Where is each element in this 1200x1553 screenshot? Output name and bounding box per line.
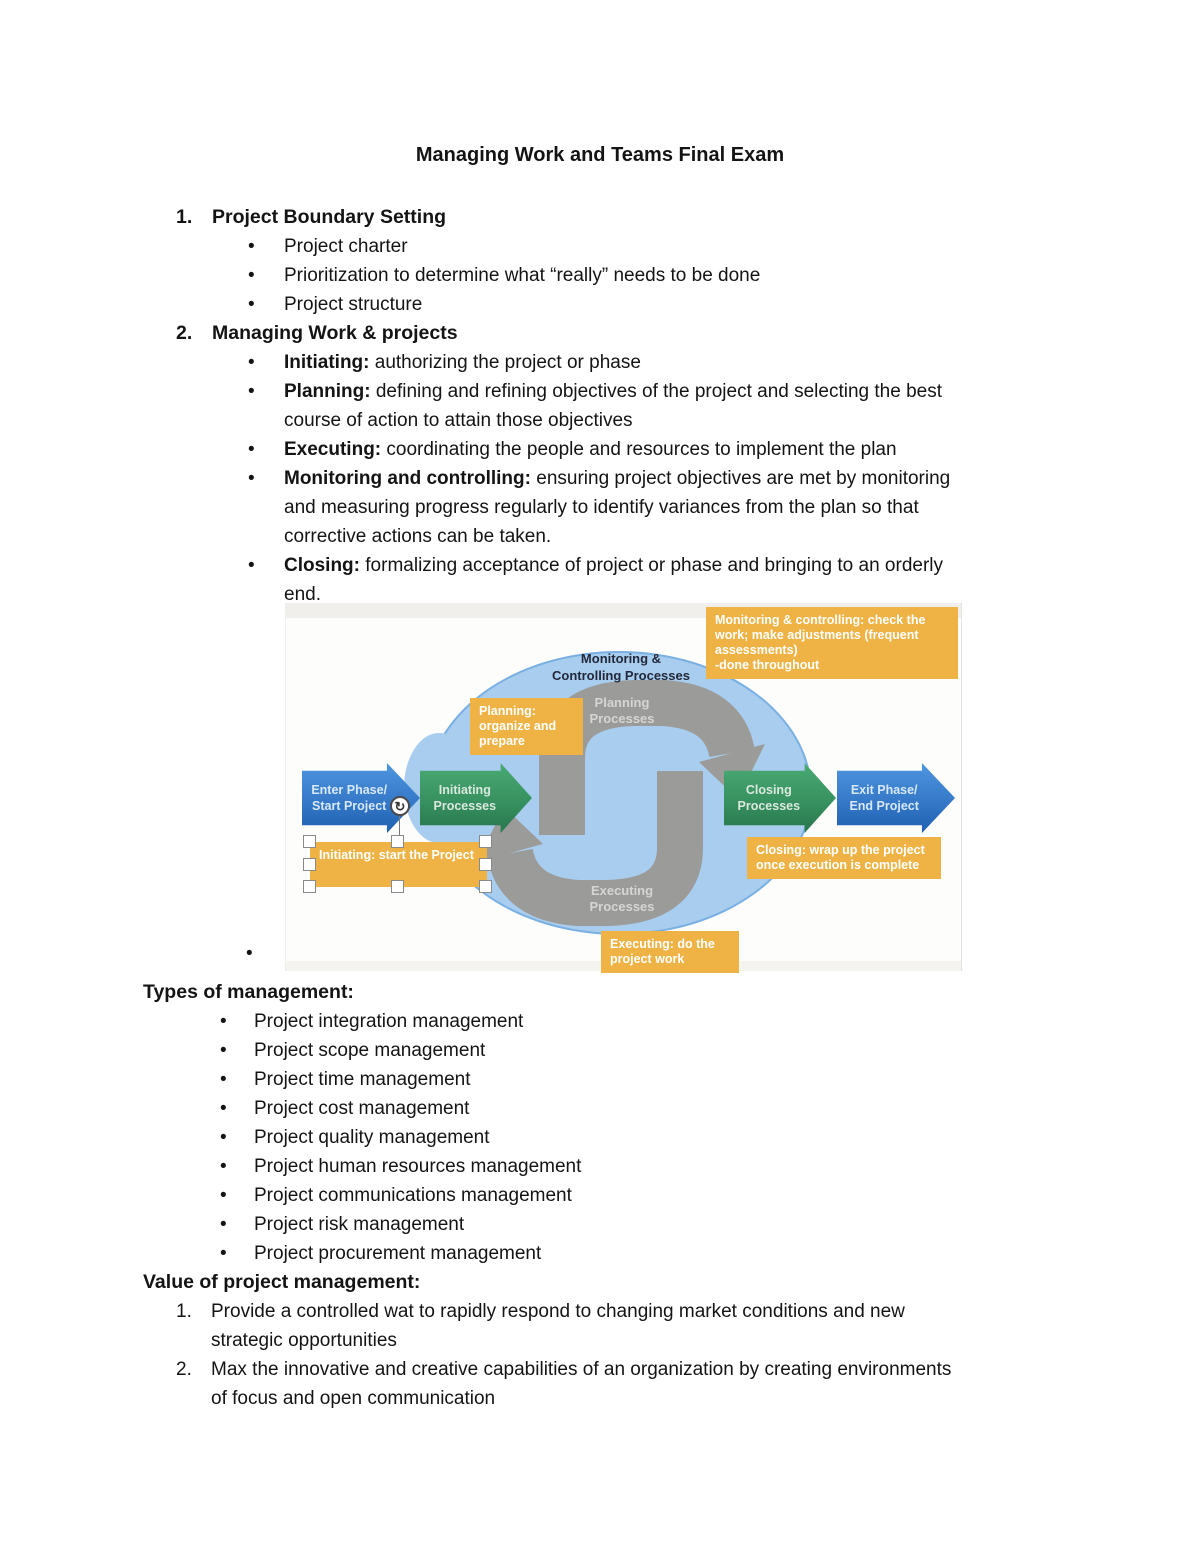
planning-callout-textbox: Planning: organize and prepare bbox=[470, 698, 583, 755]
executing-processes-label: Executing Processes bbox=[589, 883, 655, 914]
list-number: 1. bbox=[176, 1301, 192, 1322]
bullet-icon: • bbox=[248, 236, 255, 257]
list-item: •Project risk management bbox=[220, 1210, 1014, 1239]
list-item: •Prioritization to determine what “reall… bbox=[248, 261, 1084, 290]
planning-processes-label: Planning Processes bbox=[589, 695, 655, 726]
process-groups-diagram-image: Monitoring & Controlling Processes Plann… bbox=[246, 603, 962, 973]
list-item: •Project human resources management bbox=[220, 1152, 1014, 1181]
document-body: 1.Project Boundary Setting •Project char… bbox=[0, 203, 1200, 1413]
bullet-icon: • bbox=[220, 1011, 227, 1032]
rotate-handle-connector bbox=[399, 816, 400, 838]
resize-handle-top-mid[interactable] bbox=[391, 835, 404, 848]
bullet-icon: • bbox=[248, 555, 255, 576]
list-item: •Initiating: authorizing the project or … bbox=[248, 348, 1084, 377]
enter-phase-arrow: Enter Phase/ Start Project bbox=[302, 763, 420, 833]
list-item: 1.Provide a controlled wat to rapidly re… bbox=[176, 1297, 1061, 1355]
section-heading-2: 2.Managing Work & projects bbox=[176, 319, 1200, 348]
bullet-icon: • bbox=[248, 265, 255, 286]
bullet-icon: • bbox=[220, 1069, 227, 1090]
bullet-icon: • bbox=[220, 1214, 227, 1235]
list-item: •Planning: defining and refining objecti… bbox=[248, 377, 1084, 435]
initiating-processes-arrow: Initiating Processes bbox=[420, 763, 532, 833]
closing-processes-arrow: Closing Processes bbox=[724, 763, 836, 833]
types-heading: Types of management: bbox=[143, 981, 354, 1003]
list-item: 2.Max the innovative and creative capabi… bbox=[176, 1355, 1061, 1413]
list-item: •Project time management bbox=[220, 1065, 1014, 1094]
list-item: •Executing: coordinating the people and … bbox=[248, 435, 1084, 464]
monitoring-controlling-processes-label: Monitoring & Controlling Processes bbox=[552, 651, 690, 683]
list-item: •Project communications management bbox=[220, 1181, 1014, 1210]
bullet-icon: • bbox=[248, 381, 255, 402]
bullet-icon: • bbox=[220, 1040, 227, 1061]
empty-bullet-icon: • bbox=[246, 943, 253, 964]
resize-handle-mid-left[interactable] bbox=[303, 858, 316, 871]
list-item: •Project quality management bbox=[220, 1123, 1014, 1152]
list-item: •Project cost management bbox=[220, 1094, 1014, 1123]
resize-handle-top-left[interactable] bbox=[303, 835, 316, 848]
value-heading: Value of project management: bbox=[143, 1271, 421, 1293]
bullet-icon: • bbox=[220, 1098, 227, 1119]
list-item: •Monitoring and controlling: ensuring pr… bbox=[248, 464, 1084, 551]
bullet-icon: • bbox=[248, 468, 255, 489]
bullet-icon: • bbox=[220, 1127, 227, 1148]
exit-phase-arrow: Exit Phase/ End Project bbox=[837, 763, 955, 833]
list-item: •Project structure bbox=[248, 290, 1084, 319]
list-item: •Project procurement management bbox=[220, 1239, 1014, 1268]
resize-handle-mid-right[interactable] bbox=[479, 858, 492, 871]
resize-handle-bottom-mid[interactable] bbox=[391, 880, 404, 893]
page-title: Managing Work and Teams Final Exam bbox=[415, 144, 785, 166]
bullet-icon: • bbox=[220, 1185, 227, 1206]
list-item: •Project integration management bbox=[220, 1007, 1014, 1036]
closing-callout-textbox: Closing: wrap up the project once execut… bbox=[747, 837, 941, 879]
list-item: •Closing: formalizing acceptance of proj… bbox=[248, 551, 1084, 609]
list-item: •Project charter bbox=[248, 232, 1084, 261]
executing-cycle-arrow bbox=[487, 771, 703, 926]
bullet-icon: • bbox=[248, 352, 255, 373]
bullet-icon: • bbox=[248, 439, 255, 460]
executing-callout-textbox: Executing: do the project work bbox=[601, 931, 739, 973]
list-number: 2. bbox=[176, 1359, 192, 1380]
list-item: •Project scope management bbox=[220, 1036, 1014, 1065]
resize-handle-bottom-right[interactable] bbox=[479, 880, 492, 893]
bullet-icon: • bbox=[220, 1243, 227, 1264]
monitoring-callout-textbox: Monitoring & controlling: check the work… bbox=[706, 607, 958, 679]
initiating-callout-textbox[interactable]: Initiating: start the Project bbox=[310, 842, 487, 887]
rotate-handle-icon[interactable]: ↻ bbox=[390, 796, 410, 816]
resize-handle-top-right[interactable] bbox=[479, 835, 492, 848]
list-number: 1. bbox=[176, 206, 193, 228]
executing-arrowhead-icon bbox=[477, 807, 543, 862]
bullet-icon: • bbox=[248, 294, 255, 315]
list-number: 2. bbox=[176, 322, 193, 344]
bullet-icon: • bbox=[220, 1156, 227, 1177]
resize-handle-bottom-left[interactable] bbox=[303, 880, 316, 893]
section-heading-1: 1.Project Boundary Setting bbox=[176, 203, 1200, 232]
